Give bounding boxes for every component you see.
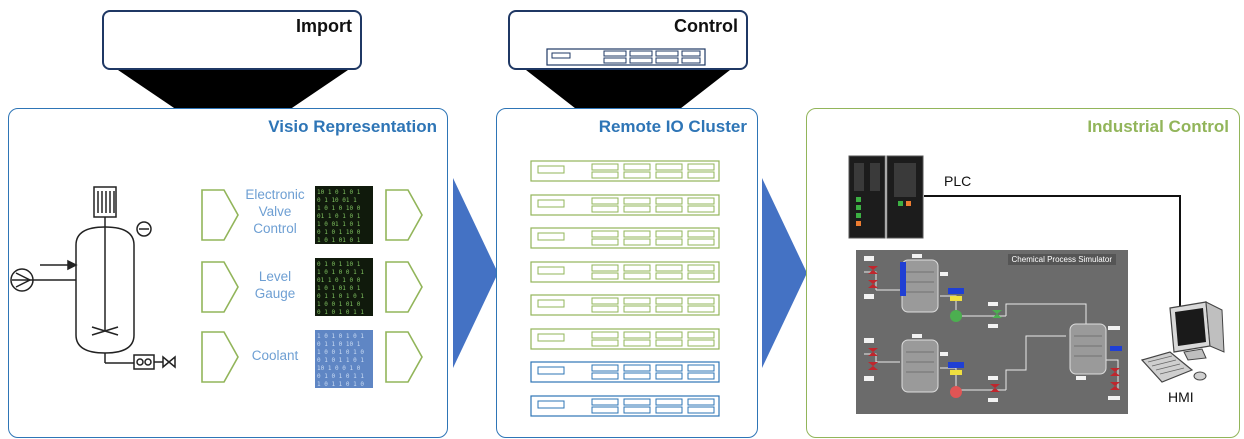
svg-text:0 1 0 1 10 1: 0 1 0 1 10 1 xyxy=(317,261,361,268)
binary-data-tile-blue: 1 0 1 0 1 0 10 1 1 0 10 11 0 0 1 0 1 0 0… xyxy=(315,330,373,388)
signal-label-valve: Electronic Valve Control xyxy=(245,187,305,236)
process-flow-graphic xyxy=(864,254,1122,402)
simulator-title: Chemical Process Simulator xyxy=(1007,254,1116,265)
svg-text:1 0 0 1 0 1 0: 1 0 0 1 0 1 0 xyxy=(317,349,364,356)
control-label: Control xyxy=(674,16,738,36)
svg-text:0 1 0 1 10 0: 0 1 0 1 10 0 xyxy=(317,229,361,236)
binary-data-tile-green-2: 0 1 0 1 10 11 0 1 0 0 1 101 1 0 1 0 0 1 … xyxy=(315,258,373,316)
svg-text:0 1 0 1 1 0 1: 0 1 0 1 1 0 1 xyxy=(317,357,364,364)
io-rack-green xyxy=(530,294,720,316)
svg-text:1 0 1 0 1 0 1: 1 0 1 0 1 0 1 xyxy=(317,333,364,340)
svg-text:0 1 0 1 0 1 1: 0 1 0 1 0 1 1 xyxy=(317,309,364,316)
hmi-computer-icon xyxy=(1140,301,1225,383)
io-rack-green xyxy=(530,193,720,216)
signal-chevron-left-1 xyxy=(201,189,239,241)
flow-arrow-2 xyxy=(762,178,807,368)
signal-chevron-right-1 xyxy=(385,189,423,241)
chemical-process-simulator: Chemical Process Simulator xyxy=(856,250,1128,414)
svg-text:0 1 10 01 1: 0 1 10 01 1 xyxy=(317,197,357,204)
svg-text:0 1 1 0 1 0 1: 0 1 1 0 1 0 1 xyxy=(317,293,364,300)
svg-text:0 1 0 1 0 1 1: 0 1 0 1 0 1 1 xyxy=(317,373,364,380)
svg-text:1 0 1 01 0 1: 1 0 1 01 0 1 xyxy=(317,237,361,244)
svg-text:10 1 0 0 1 0: 10 1 0 0 1 0 xyxy=(317,365,361,372)
remote-io-panel-title: Remote IO Cluster xyxy=(598,117,747,136)
svg-text:1 0 1 0 0 1 1: 1 0 1 0 0 1 1 xyxy=(317,269,364,276)
plc-label: PLC xyxy=(944,173,972,189)
reactor-vessel-icon xyxy=(10,186,176,370)
signal-chevron-left-2 xyxy=(201,261,239,313)
io-rack-green xyxy=(530,327,720,350)
visio-panel-title: Visio Representation xyxy=(268,117,437,136)
signal-chevron-right-3 xyxy=(385,331,423,383)
control-rack-icon xyxy=(546,48,706,66)
signal-label-coolant: Coolant xyxy=(251,348,299,363)
import-label: Import xyxy=(296,16,352,36)
signal-label-level: Level Gauge xyxy=(254,269,296,301)
binary-data-tile-green-1: 10 1 0 1 0 10 1 10 01 11 0 1 0 10 0 01 1… xyxy=(315,186,373,244)
svg-text:1 0 0 1 01 0: 1 0 0 1 01 0 xyxy=(317,301,361,308)
industrial-panel-title: Industrial Control xyxy=(1087,117,1229,136)
import-funnel xyxy=(118,70,348,112)
io-rack-blue xyxy=(530,361,720,383)
svg-text:1 0 1 1 0 1 0: 1 0 1 1 0 1 0 xyxy=(317,381,364,388)
plc-icon xyxy=(848,155,924,239)
signal-chevron-right-2 xyxy=(385,261,423,313)
signal-chevron-left-3 xyxy=(201,331,239,383)
svg-text:0 1 1 0 10 1: 0 1 1 0 10 1 xyxy=(317,341,361,348)
io-rack-blue xyxy=(530,394,720,417)
svg-text:1 0 1 0 10 0: 1 0 1 0 10 0 xyxy=(317,205,361,212)
io-rack-green xyxy=(530,260,720,283)
svg-text:1 0 01 1 0 1: 1 0 01 1 0 1 xyxy=(317,221,361,228)
control-funnel xyxy=(526,70,730,112)
flow-arrow-1 xyxy=(453,178,498,368)
control-header-box: Control xyxy=(508,10,748,70)
hmi-label: HMI xyxy=(1168,389,1194,405)
io-rack-green xyxy=(530,160,720,182)
svg-text:10 1 0 1 0 1: 10 1 0 1 0 1 xyxy=(317,189,361,196)
import-header-box: Import xyxy=(102,10,362,70)
svg-text:01 1 0 1 0 0: 01 1 0 1 0 0 xyxy=(317,277,361,284)
svg-text:01 1 0 1 0 1: 01 1 0 1 0 1 xyxy=(317,213,361,220)
network-line xyxy=(924,195,1181,312)
svg-text:1 0 1 01 0 1: 1 0 1 01 0 1 xyxy=(317,285,361,292)
io-rack-green xyxy=(530,227,720,249)
